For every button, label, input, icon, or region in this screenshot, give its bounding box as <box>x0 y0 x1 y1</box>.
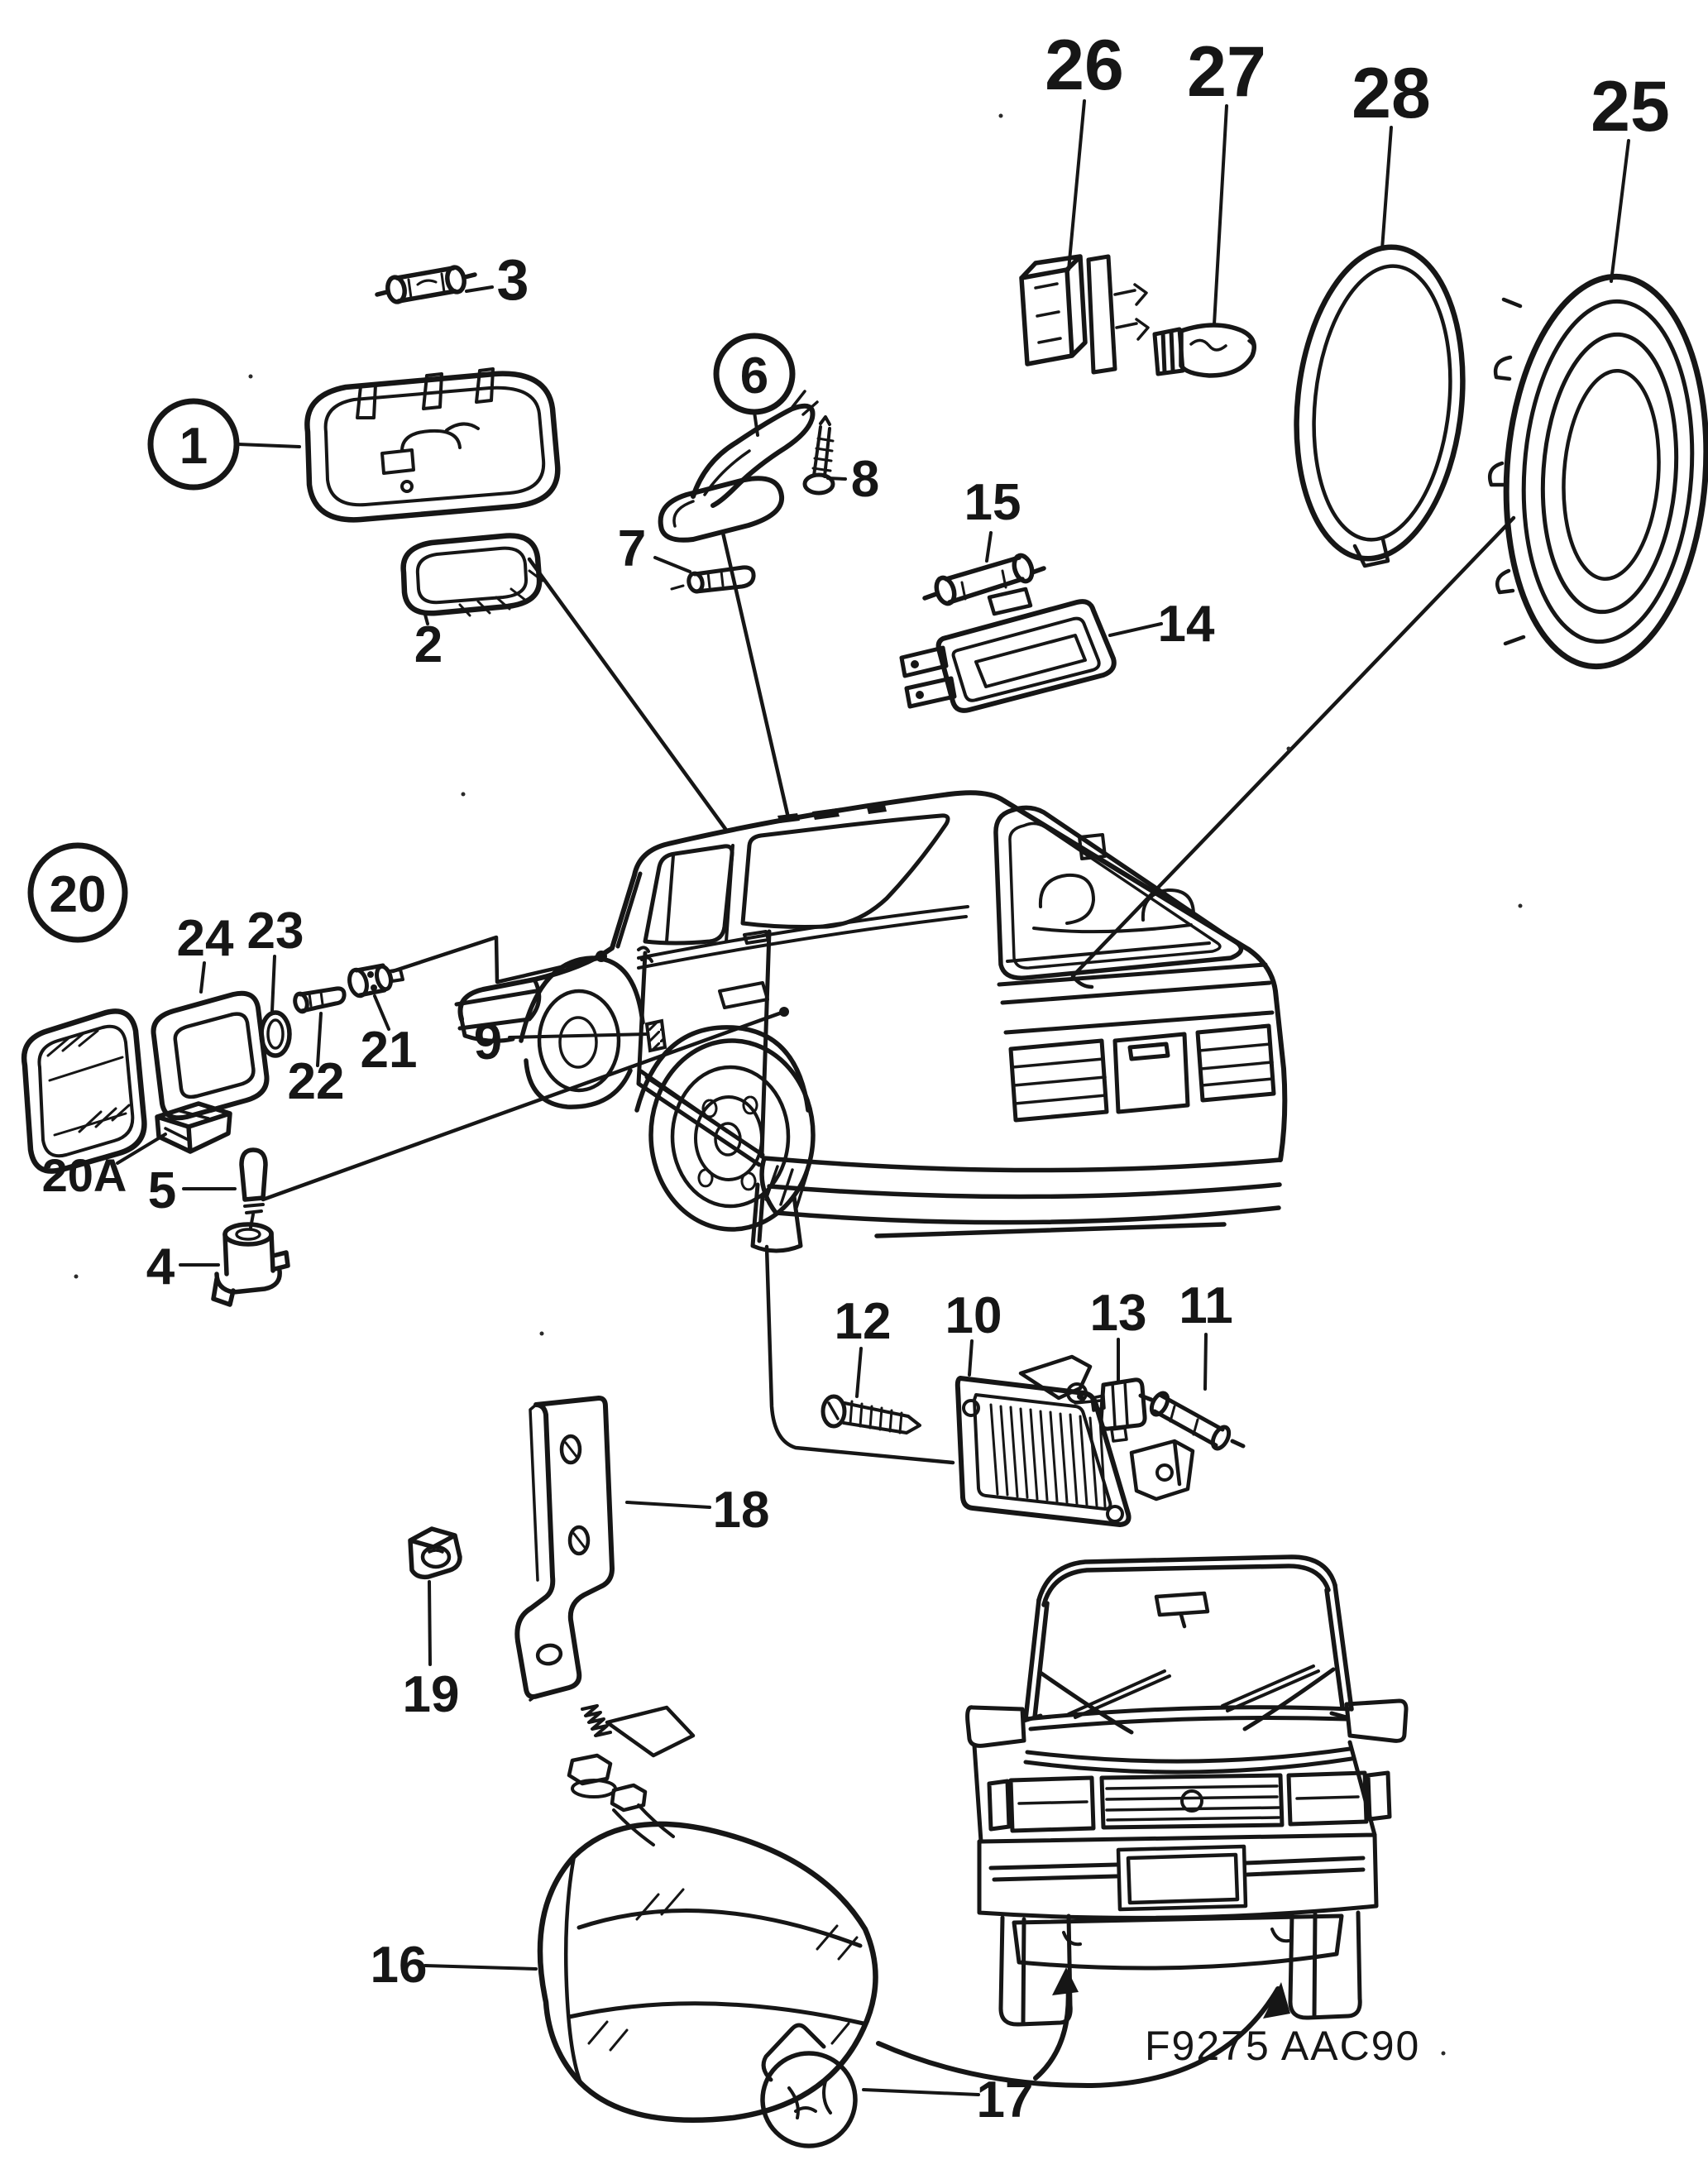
callout-5: 5 <box>148 1162 176 1219</box>
figure-code: F9275 AAC90 <box>1145 2023 1420 2069</box>
part-bulb-17 <box>760 2023 858 2148</box>
car-rear-wheel <box>634 1025 816 1232</box>
part-socket-21 <box>347 963 404 999</box>
callout-6: 6 <box>713 333 796 415</box>
part-festoon-bulb-15 <box>922 553 1046 606</box>
callout-8: 8 <box>851 451 879 508</box>
part-dome-lamp-lens-2 <box>400 533 544 617</box>
car-taillight-right <box>1195 1023 1276 1103</box>
car-front-wheel <box>519 955 645 1109</box>
car-body-outline <box>457 790 1288 1162</box>
car-door-window <box>643 844 734 946</box>
part-festoon-bulb-3 <box>375 265 477 304</box>
part-bulb-7 <box>670 565 756 594</box>
callout-21: 21 <box>361 1022 418 1079</box>
part-socket-4 <box>211 1222 290 1307</box>
callout-3: 3 <box>497 247 529 312</box>
part-screw-12 <box>821 1394 921 1434</box>
car-interior-headrests <box>1006 833 1211 963</box>
callout-10: 10 <box>945 1287 1002 1344</box>
part-lamp-lens-25 <box>1487 273 1708 670</box>
callout-15: 15 <box>964 474 1021 531</box>
car-quarter-window <box>740 813 950 929</box>
car-license-recess <box>1112 1032 1190 1114</box>
callout-20: 20 <box>27 842 128 943</box>
callout-22: 22 <box>288 1053 345 1110</box>
svg-text:20: 20 <box>50 866 107 923</box>
part-oring-23 <box>259 1010 292 1058</box>
car-license-plate <box>1116 1844 1248 1912</box>
callout-28: 28 <box>1352 54 1431 133</box>
svg-text:1: 1 <box>179 418 208 475</box>
callout-17: 17 <box>977 2071 1034 2129</box>
callout-labels: 26 27 28 25 3 1 2 6 8 7 15 14 20 24 23 2… <box>27 26 1670 2129</box>
callout-1: 1 <box>147 398 240 491</box>
car-front-view <box>965 1554 1409 2027</box>
car-wipers <box>1067 1664 1320 1719</box>
part-bracket-18 <box>514 1396 615 1702</box>
callout-13: 13 <box>1090 1285 1147 1342</box>
assembly-luggage-lamp <box>1019 244 1708 670</box>
part-screw-8 <box>802 415 835 496</box>
callout-24: 24 <box>177 910 234 967</box>
assembly-courtesy-lamp <box>899 553 1117 713</box>
part-plate-lamp-10 <box>954 1354 1195 1527</box>
assembly-grab-handle-lamp <box>658 390 835 594</box>
part-bulb-22 <box>293 986 347 1014</box>
part-bulb-5 <box>239 1147 268 1229</box>
part-festoon-bulb-11 <box>1138 1391 1246 1451</box>
part-nut-19 <box>408 1526 462 1580</box>
callout-7: 7 <box>618 520 646 577</box>
callout-9: 9 <box>474 1013 502 1070</box>
part-courtesy-lamp-14 <box>899 587 1117 713</box>
part-marker-lens <box>21 1008 147 1174</box>
part-retaining-ring-28 <box>1294 244 1466 568</box>
car-rearview-mirror <box>1154 1591 1210 1629</box>
assembly-dome-lamp <box>304 265 561 617</box>
leader-end-dot <box>779 1007 789 1017</box>
svg-text:6: 6 <box>740 347 768 405</box>
part-socket-13 <box>1074 1377 1147 1443</box>
callout-18: 18 <box>713 1482 770 1539</box>
callout-27: 27 <box>1187 32 1266 112</box>
callout-20a: 20A <box>42 1149 127 1201</box>
callout-4: 4 <box>146 1238 175 1296</box>
callout-16: 16 <box>371 1937 428 1994</box>
callout-11: 11 <box>1179 1277 1233 1334</box>
callout-19: 19 <box>403 1666 460 1723</box>
car-hatch-glass <box>993 805 1244 980</box>
callout-leader-lines <box>116 99 1630 2096</box>
assembly-fog-lamp <box>408 1396 1290 2148</box>
part-clip-20a <box>155 1101 232 1154</box>
assembly-license-plate-lamp <box>821 1354 1246 1527</box>
print-specks <box>74 113 1523 2056</box>
car-headlights-grille <box>987 1770 1392 1833</box>
part-bulb-27 <box>1152 323 1256 378</box>
assembly-side-marker <box>21 963 404 1307</box>
car-rear-bumper <box>759 1156 1283 1238</box>
part-socket-26 <box>1019 254 1150 375</box>
callout-25: 25 <box>1591 67 1670 146</box>
callout-2: 2 <box>414 616 443 673</box>
long-leader-lines <box>261 515 1516 1465</box>
callout-23: 23 <box>247 903 304 960</box>
car-front-wheels <box>998 1910 1362 2027</box>
car-quarter-reflector <box>718 981 769 1009</box>
car-side-marker-rear <box>644 1018 667 1053</box>
part-gasket-24 <box>151 990 270 1121</box>
callout-14: 14 <box>1158 596 1215 653</box>
part-dome-lamp-housing-1 <box>304 367 561 523</box>
car-rear-view <box>454 790 1288 1253</box>
car-mudflap <box>750 1182 803 1253</box>
callout-12: 12 <box>835 1293 892 1350</box>
car-roof-lamp-marks <box>777 805 887 823</box>
car-taillight-left <box>1008 1038 1109 1123</box>
car-side-mirrors <box>965 1698 1409 1748</box>
car-front-spoiler <box>1012 1913 1344 1971</box>
part-fog-lamp-16 <box>537 1704 878 2124</box>
callout-26: 26 <box>1045 26 1124 105</box>
part-grab-handle-6 <box>658 390 819 543</box>
